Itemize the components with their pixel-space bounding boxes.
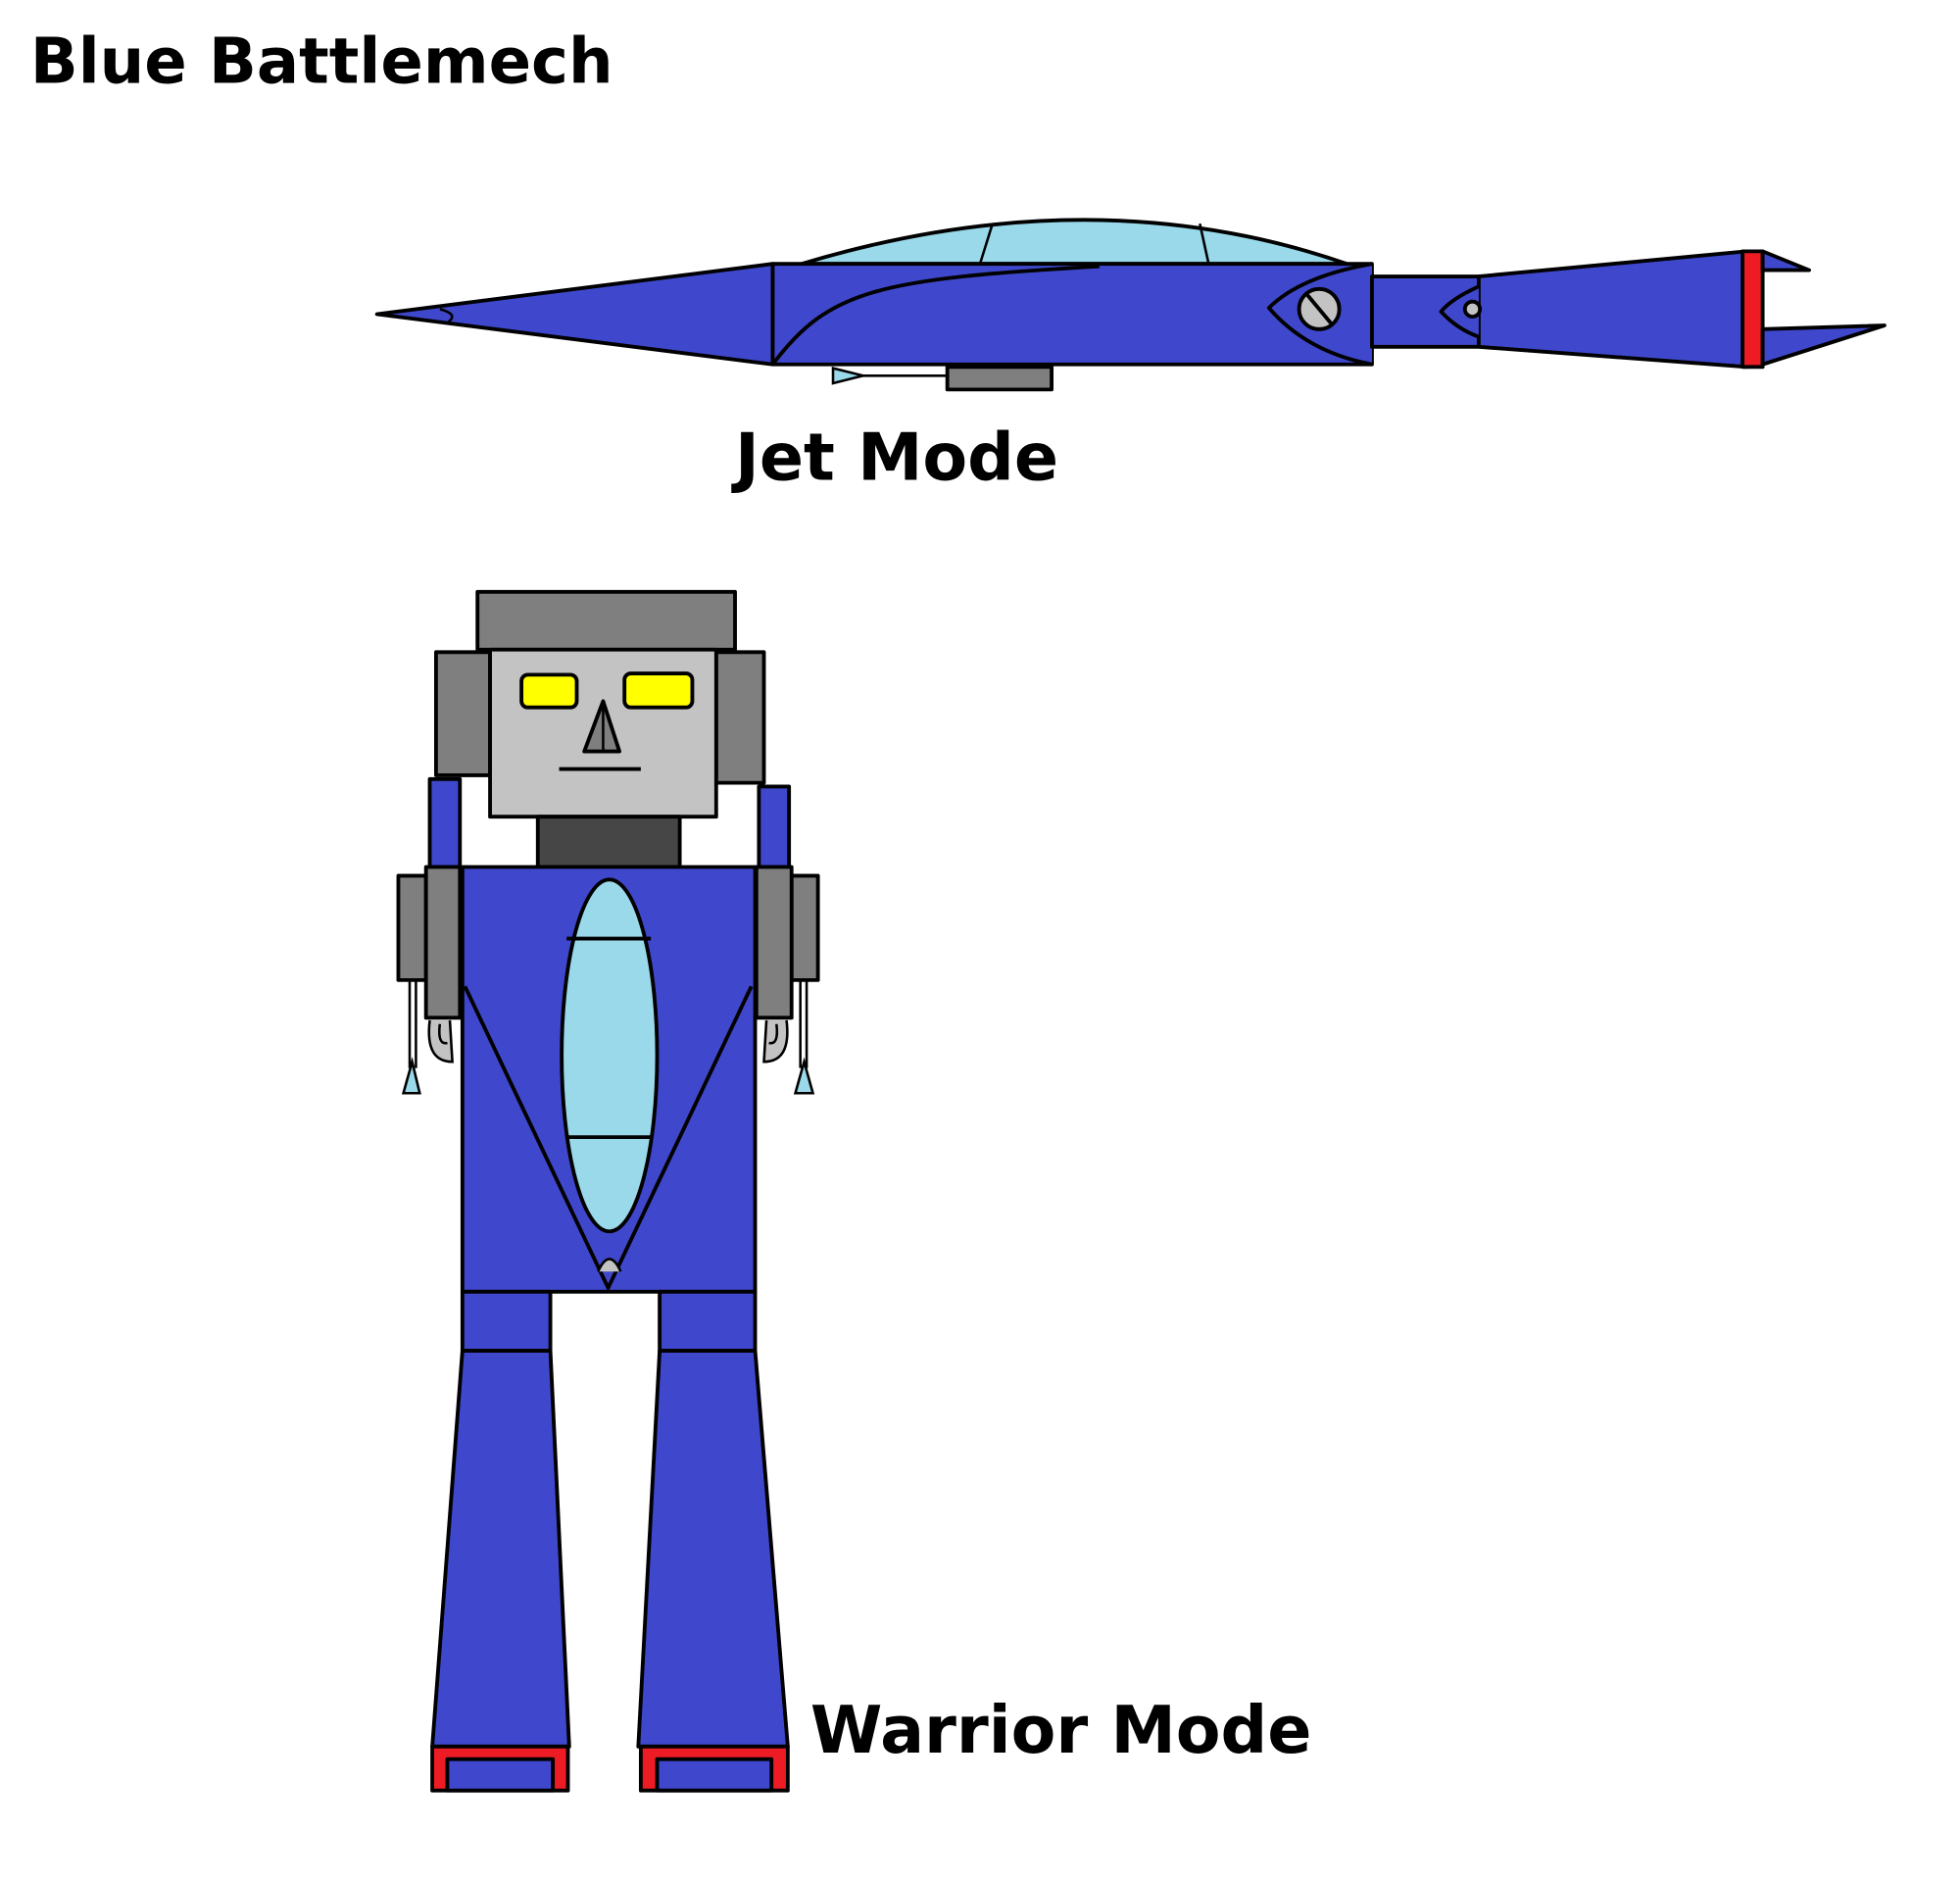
warrior-mode-drawing — [396, 589, 820, 1793]
warrior-mode-label: Warrior Mode — [810, 1692, 1312, 1768]
jet-tail-cone — [1476, 249, 1748, 370]
robot-neck — [535, 815, 682, 869]
robot-right-leg — [636, 1349, 790, 1749]
robot-chest-canopy — [560, 877, 660, 1234]
jet-exhaust — [1740, 249, 1765, 370]
jet-canopy — [800, 218, 1349, 267]
robot-helmet — [475, 589, 737, 652]
page-title: Blue Battlemech — [30, 26, 613, 99]
jet-missile-tip — [831, 366, 864, 385]
robot-eye-left — [519, 672, 579, 710]
robot-right-arm — [754, 865, 794, 1020]
jet-mode-label: Jet Mode — [731, 420, 1058, 496]
robot-left-arm — [423, 865, 463, 1020]
jet-tail-fin-bottom — [1760, 323, 1886, 367]
robot-eye-right — [622, 671, 695, 710]
robot-left-leg — [430, 1349, 571, 1749]
jet-nose — [374, 262, 775, 367]
jet-weapon-pod — [945, 365, 1054, 392]
jet-mode-drawing — [374, 218, 1886, 392]
jet-tail-fin-top — [1760, 249, 1811, 272]
